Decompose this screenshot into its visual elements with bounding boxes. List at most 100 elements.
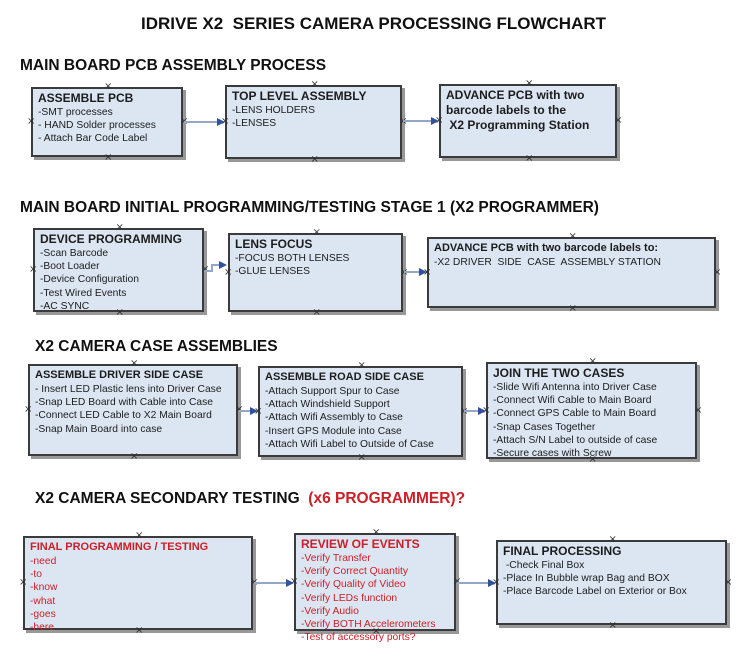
connection-point-icon [313, 229, 320, 236]
flow-box-join-the-two-cases[interactable]: JOIN THE TWO CASES -Slide Wifi Antenna i… [486, 362, 697, 459]
box-item: -GLUE LENSES [235, 266, 310, 278]
connection-point-icon [525, 155, 532, 162]
box-item: -Place In Bubble wrap Bag and BOX [503, 573, 670, 585]
box-item: -Connect LED Cable to X2 Main Board [35, 410, 212, 422]
box-item-list: -Attach Support Spur to Case-Attach Wind… [265, 385, 456, 451]
heading-black-part: X2 CAMERA SECONDARY TESTING [35, 490, 304, 507]
box-title: ADVANCE PCB with two barcode labels to: [434, 242, 659, 254]
flow-box-device-programming[interactable]: DEVICE PROGRAMMING -Scan Barcode-Boot Lo… [33, 228, 204, 312]
box-item: - HAND Solder processes [38, 120, 156, 132]
connection-point-icon [614, 117, 621, 124]
connector-line [204, 270, 213, 272]
section-heading-secondary-testing: X2 CAMERA SECONDARY TESTING (x6 PROGRAMM… [35, 490, 465, 508]
flow-box-final-processing[interactable]: FINAL PROCESSING -Check Final Box -Place … [496, 540, 727, 625]
box-item: -Snap LED Board with Cable into Case [35, 397, 214, 409]
box-title: FINAL PROCESSING [503, 544, 622, 558]
box-item-list: -X2 DRIVER SIDE CASE ASSEMBLY STATION [434, 256, 709, 269]
box-item: -Check Final Box [503, 560, 585, 571]
flow-box-final-programming-testing[interactable]: FINAL PROGRAMMING / TESTING -need-to-kno… [23, 536, 253, 633]
heading-red-part: (x6 PROGRAMMER)? [304, 490, 466, 507]
box-item: -Test Wired Events [40, 287, 127, 299]
connection-point-icon [224, 269, 231, 276]
flow-box-advance-to-driver-side-station[interactable]: ADVANCE PCB with two barcode labels to: … [427, 237, 716, 308]
box-item: -to [30, 569, 43, 581]
flow-box-advance-to-programming-station[interactable]: ADVANCE PCB with two barcode labels to t… [439, 84, 617, 158]
box-item-list: -Slide Wifi Antenna into Driver Case-Con… [493, 381, 690, 460]
flow-box-lens-focus[interactable]: LENS FOCUS -FOCUS BOTH LENSES-GLUE LENSE… [228, 233, 403, 312]
box-item: -X2 DRIVER SIDE CASE ASSEMBLY STATION [434, 257, 661, 268]
connection-point-icon [713, 269, 720, 276]
connection-point-icon [27, 118, 34, 125]
box-item: -goes [30, 608, 56, 620]
flow-box-review-of-events[interactable]: REVIEW OF EVENTS -Verify Transfer-Verify… [294, 533, 456, 643]
connector-line [211, 264, 219, 266]
connection-point-icon [311, 156, 318, 163]
box-title: ASSEMBLE ROAD SIDE CASE [265, 371, 424, 383]
connection-point-icon [358, 454, 365, 461]
box-item: -Snap Cases Together [493, 421, 596, 433]
box-item: -AC SYNC [40, 300, 90, 312]
box-title: ASSEMBLE PCB [38, 91, 134, 105]
box-item-list: -Check Final Box -Place In Bubble wrap Ba… [503, 559, 720, 599]
box-item: -Device Configuration [40, 274, 140, 286]
box-item: -Verify Transfer [301, 553, 371, 564]
box-item-list: -SMT processes - HAND Solder processes- A… [38, 106, 176, 146]
box-title: FINAL PROGRAMMING / TESTING [30, 541, 209, 553]
box-title: DEVICE PROGRAMMING [40, 232, 183, 246]
box-item-list: -Verify Transfer -Verify Correct Quantity… [301, 552, 449, 644]
box-item: -Verify Correct Quantity [301, 566, 409, 578]
flow-box-assemble-road-side-case[interactable]: ASSEMBLE ROAD SIDE CASE -Attach Support … [258, 366, 463, 457]
connection-point-icon [358, 362, 365, 369]
box-item: -Attach S/N Label to outside of case [493, 434, 658, 446]
arrowhead-icon [488, 579, 496, 587]
box-item-list: - Insert LED Plastic lens into Driver Ca… [35, 383, 231, 436]
box-item: -LENS HOLDERS [232, 105, 315, 116]
flow-box-assemble-driver-side-case[interactable]: ASSEMBLE DRIVER SIDE CASE - Insert LED P… [28, 364, 238, 456]
connection-point-icon [372, 628, 379, 635]
connection-point-icon [609, 622, 616, 629]
box-item: -Attach Support Spur to Case [265, 386, 400, 397]
box-title: TOP LEVEL ASSEMBLY [232, 89, 367, 103]
connector-line [239, 410, 250, 412]
arrowhead-icon [478, 407, 486, 415]
section-heading-initial-programming: MAIN BOARD INITIAL PROGRAMMING/TESTING S… [20, 199, 599, 216]
box-item: -Attach Wifi Assembly to Case [265, 412, 403, 424]
box-item: -FOCUS BOTH LENSES [235, 253, 350, 264]
connection-point-icon [24, 406, 31, 413]
connection-point-icon [135, 532, 142, 539]
connector-line [211, 264, 213, 272]
connection-point-icon [694, 407, 701, 414]
box-item: -know [30, 582, 58, 594]
connection-point-icon [135, 627, 142, 634]
box-item: - Attach Bar Code Label [38, 133, 148, 145]
section-heading-case-assemblies: X2 CAMERA CASE ASSEMBLIES [35, 338, 278, 355]
flow-box-top-level-assembly[interactable]: TOP LEVEL ASSEMBLY -LENS HOLDERS -LENSES [225, 85, 402, 159]
connector-line [184, 121, 217, 123]
connection-point-icon [589, 358, 596, 365]
connection-point-icon [724, 579, 731, 586]
box-item: - Insert LED Plastic lens into Driver Ca… [35, 384, 222, 395]
box-item: -Boot Loader [40, 261, 100, 273]
box-item: -SMT processes [38, 107, 113, 118]
box-item: -Attach Wifi Label to Outside of Case [265, 438, 434, 450]
box-item: -Connect GPS Cable to Main Board [493, 408, 657, 420]
arrowhead-icon [250, 407, 258, 415]
connection-point-icon [525, 80, 532, 87]
box-title: ADVANCE PCB with two barcode labels to t… [446, 88, 590, 132]
flow-box-assemble-pcb[interactable]: ASSEMBLE PCB -SMT processes - HAND Solder… [31, 87, 183, 157]
box-item: -Test of accessory ports? [301, 632, 416, 644]
box-item: -what [30, 595, 56, 607]
connector-line [254, 582, 286, 584]
box-item: -Secure cases with Screw [493, 448, 612, 460]
page-title: IDRIVE X2 SERIES CAMERA PROCESSING FLOWC… [140, 14, 607, 33]
arrowhead-icon [217, 118, 225, 126]
connection-point-icon [130, 360, 137, 367]
connection-point-icon [569, 305, 576, 312]
connection-point-icon [609, 536, 616, 543]
box-item-list: -LENS HOLDERS -LENSES [232, 104, 395, 130]
box-item: -LENSES [232, 118, 277, 130]
arrowhead-icon [431, 117, 439, 125]
connection-point-icon [589, 456, 596, 463]
box-item-list: -need-to-know-what-goes-here [30, 555, 246, 634]
